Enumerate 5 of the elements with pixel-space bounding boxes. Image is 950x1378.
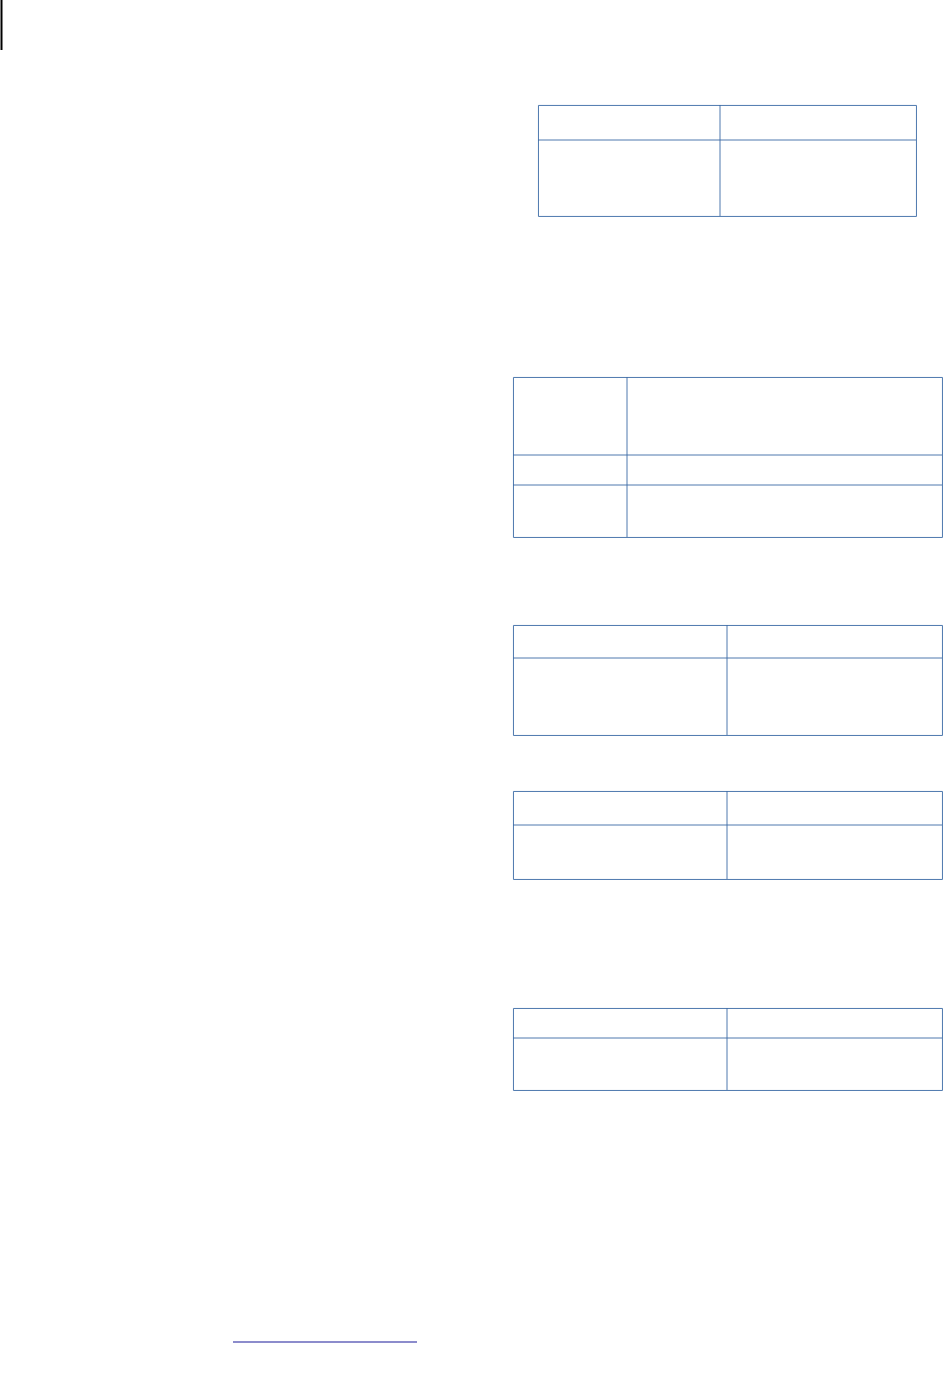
empty-table: [512, 790, 943, 880]
empty-table: [537, 104, 917, 217]
empty-table: [512, 624, 943, 736]
empty-table: [512, 376, 943, 538]
empty-table: [512, 1007, 943, 1091]
